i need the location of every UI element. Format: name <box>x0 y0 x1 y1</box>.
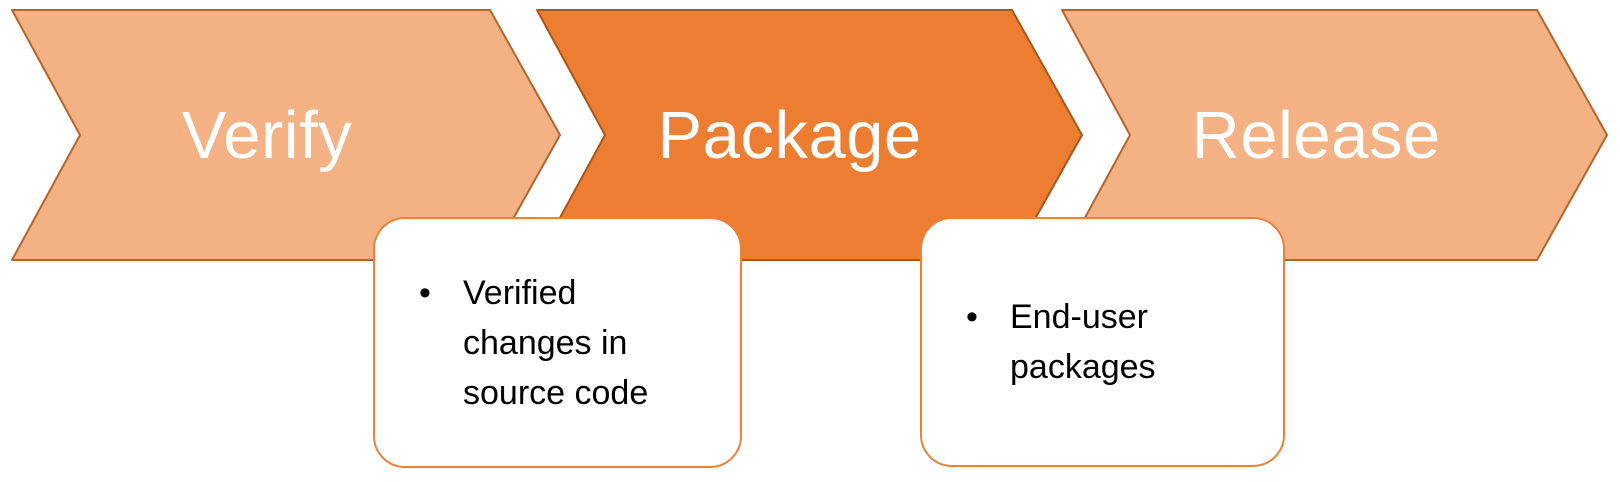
list-item: • Verified changes in source code <box>419 268 663 418</box>
bullet-icon: • <box>419 273 431 312</box>
bullet-icon: • <box>966 298 978 336</box>
list-item: • End-user packages <box>966 292 1210 392</box>
callout-box-verify-details: • Verified changes in source code <box>373 217 742 468</box>
callout-text: End-user packages <box>1010 298 1156 386</box>
callout-text: Verified changes in source code <box>463 273 649 412</box>
chevron-shape-release <box>1061 9 1608 261</box>
callout-box-package-details: • End-user packages <box>920 217 1285 467</box>
